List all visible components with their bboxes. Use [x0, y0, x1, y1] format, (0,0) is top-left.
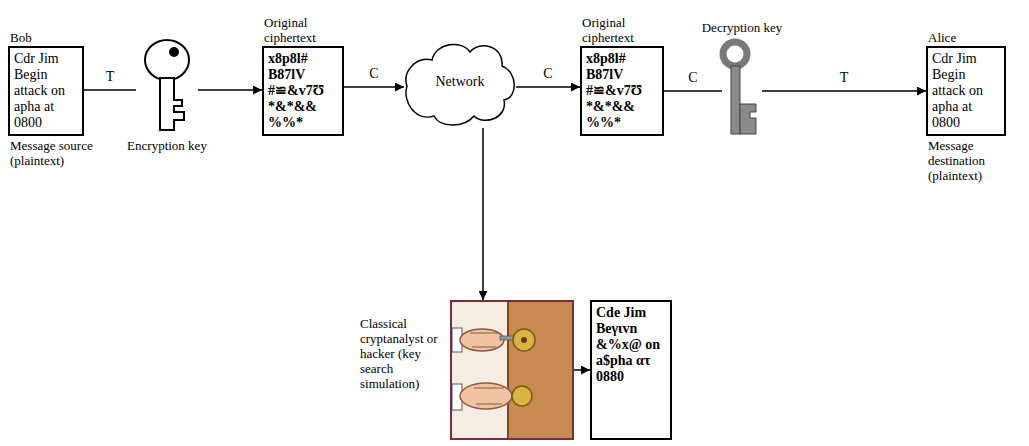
ciphertext-box: Original ciphertextx8p8l# B87lV #≌&v7Ʊ *… — [580, 46, 664, 136]
decryption-key-picture — [723, 42, 756, 134]
encryption-key: Encryption key — [136, 38, 198, 134]
network-cloud: Network — [404, 36, 516, 128]
sender-name: Bob — [10, 30, 90, 45]
box-heading: Original ciphertext — [264, 15, 356, 45]
receiver-name: Alice — [928, 30, 1008, 45]
connector-arrow — [84, 89, 136, 91]
box-caption: Message source (plaintext) — [10, 138, 100, 168]
connector-arrow — [198, 89, 262, 91]
attacker-label: Classical cryptanalyst or hacker (key se… — [360, 316, 444, 391]
ciphertext-box: Original ciphertextx8p8l# B87lV #≌&v7Ʊ *… — [262, 46, 344, 136]
encryption-key-picture — [145, 40, 189, 130]
key-label: Encryption key — [127, 138, 207, 153]
plaintext-message: Cdr Jim Begin attack on apha at 0800 — [14, 51, 78, 131]
connector-arrow — [516, 86, 580, 88]
plaintext-box: AliceCdr Jim Begin attack on apha at 080… — [926, 46, 1006, 136]
decryption-key: Decryption key — [722, 38, 762, 138]
ciphertext: x8p8l# B87lV #≌&v7Ʊ *&*&& %%* — [586, 51, 658, 131]
box-heading: Original ciphertext — [582, 15, 674, 45]
signal-label: C — [541, 66, 554, 82]
signal-label: T — [838, 70, 851, 86]
decoded-guess: Cde Jim Beγιvn &%x@ on a$pha ατ 0880 — [596, 305, 666, 385]
connector-arrow — [344, 86, 404, 88]
connector-arrow — [762, 90, 926, 92]
lock-picking-picture — [452, 302, 572, 438]
network-label: Network — [436, 74, 485, 90]
signal-label: C — [367, 66, 380, 82]
key-label: Decryption key — [700, 20, 784, 35]
signal-label: C — [686, 70, 699, 86]
ciphertext: x8p8l# B87lV #≌&v7Ʊ *&*&& %%* — [268, 51, 338, 131]
plaintext-box: BobCdr Jim Begin attack on apha at 0800M… — [8, 46, 84, 136]
signal-label: T — [104, 69, 117, 85]
box-caption: Message destination (plaintext) — [928, 138, 1020, 183]
hacker-picture-box: Classical cryptanalyst or hacker (key se… — [450, 300, 574, 440]
connector-arrow — [664, 90, 722, 92]
broken-plaintext-box: Cde Jim Beγιvn &%x@ on a$pha ατ 0880 — [590, 300, 672, 440]
plaintext-message: Cdr Jim Begin attack on apha at 0800 — [932, 51, 1000, 131]
connector-arrow — [482, 128, 484, 300]
connector-arrow — [574, 369, 590, 371]
